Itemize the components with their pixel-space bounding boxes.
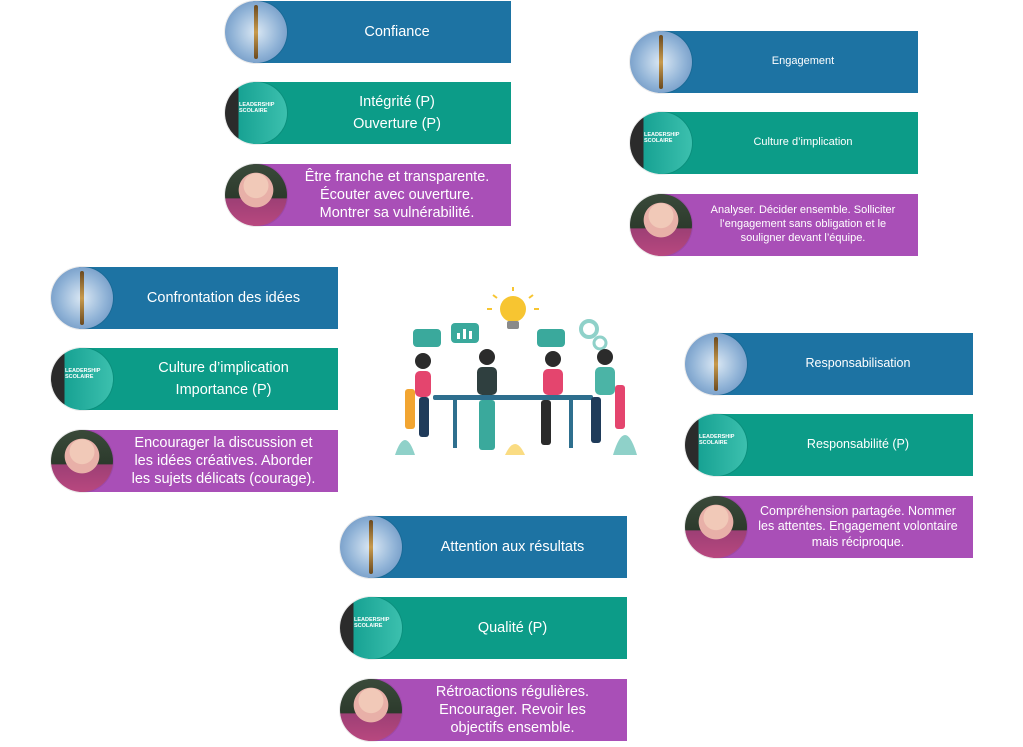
portrait-photo-icon (685, 496, 747, 558)
title-banner: Attention aux résultats (368, 516, 627, 578)
values-banner: Intégrité (P) Ouverture (P) (253, 82, 511, 144)
plant-icon (395, 440, 415, 455)
action-text: Analyser. Décider ensemble. Solliciter (710, 204, 896, 217)
action-text: souligner devant l’équipe. (740, 231, 866, 244)
portrait-photo-icon (51, 430, 113, 492)
actions-banner: Être franche et transparente. Écouter av… (253, 164, 511, 226)
value-text: Qualité (P) (477, 619, 548, 636)
value-text: Intégrité (P) (359, 93, 435, 110)
title-text: Responsabilisation (805, 356, 911, 371)
action-text: Écouter avec ouverture. (320, 186, 474, 203)
gear-icon (579, 319, 599, 339)
speech-bubble-icon (413, 329, 441, 347)
rowing-oar-icon (340, 516, 402, 578)
values-banner: Responsabilité (P) (713, 414, 973, 476)
action-text: objectifs ensemble. (450, 720, 575, 737)
action-text: Encourager la discussion et (134, 434, 313, 451)
gear-icon (592, 335, 608, 351)
rowing-oar-icon (630, 31, 692, 93)
values-banner: Culture d’implication (658, 112, 918, 174)
plant-icon (613, 435, 637, 455)
actions-banner: Rétroactions régulières. Encourager. Rev… (368, 679, 627, 741)
team-meeting-illustration (395, 287, 637, 455)
portrait-photo-icon (340, 679, 402, 741)
title-text: Attention aux résultats (440, 538, 585, 555)
plant-icon (505, 444, 525, 455)
table-top (433, 395, 593, 400)
value-text: Culture d’implication (753, 136, 853, 149)
title-banner: Confiance (253, 1, 511, 63)
title-banner: Responsabilisation (713, 333, 973, 395)
value-text: Importance (P) (175, 382, 272, 398)
action-text: Être franche et transparente. (304, 168, 490, 185)
action-text: Compréhension partagée. Nommer (760, 503, 956, 518)
title-banner: Engagement (658, 31, 918, 93)
actions-banner: Encourager la discussion et les idées cr… (79, 430, 338, 492)
actions-banner: Compréhension partagée. Nommer les atten… (713, 496, 973, 558)
value-text: Ouverture (P) (353, 116, 441, 132)
rowing-oar-icon (225, 1, 287, 63)
action-text: l’engagement sans obligation et le (719, 218, 887, 231)
title-banner: Confrontation des idées (79, 267, 338, 329)
rowing-oar-icon (51, 267, 113, 329)
actions-banner: Analyser. Décider ensemble. Solliciter l… (658, 194, 918, 256)
value-text: Responsabilité (P) (806, 437, 910, 452)
lightbulb-icon (487, 287, 539, 329)
values-banner: Culture d’implication Importance (P) (79, 348, 338, 410)
action-text: Montrer sa vulnérabilité. (319, 205, 475, 222)
title-text: Engagement (771, 55, 835, 68)
action-text: mais réciproque. (811, 534, 905, 549)
portrait-photo-icon (630, 194, 692, 256)
portrait-photo-icon (225, 164, 287, 226)
action-text: les idées créatives. Aborder (134, 452, 313, 469)
title-text: Confiance (364, 23, 430, 40)
action-text: les attentes. Engagement volontaire (758, 519, 958, 534)
title-text: Confrontation des idées (146, 289, 301, 306)
value-text: Culture d’implication (158, 359, 289, 376)
dollar-bubble-icon (537, 329, 565, 347)
values-banner: Qualité (P) (368, 597, 627, 659)
action-text: les sujets délicats (courage). (131, 471, 316, 488)
action-text: Rétroactions régulières. (435, 683, 590, 700)
action-text: Encourager. Revoir les (439, 701, 586, 718)
rowing-oar-icon (685, 333, 747, 395)
